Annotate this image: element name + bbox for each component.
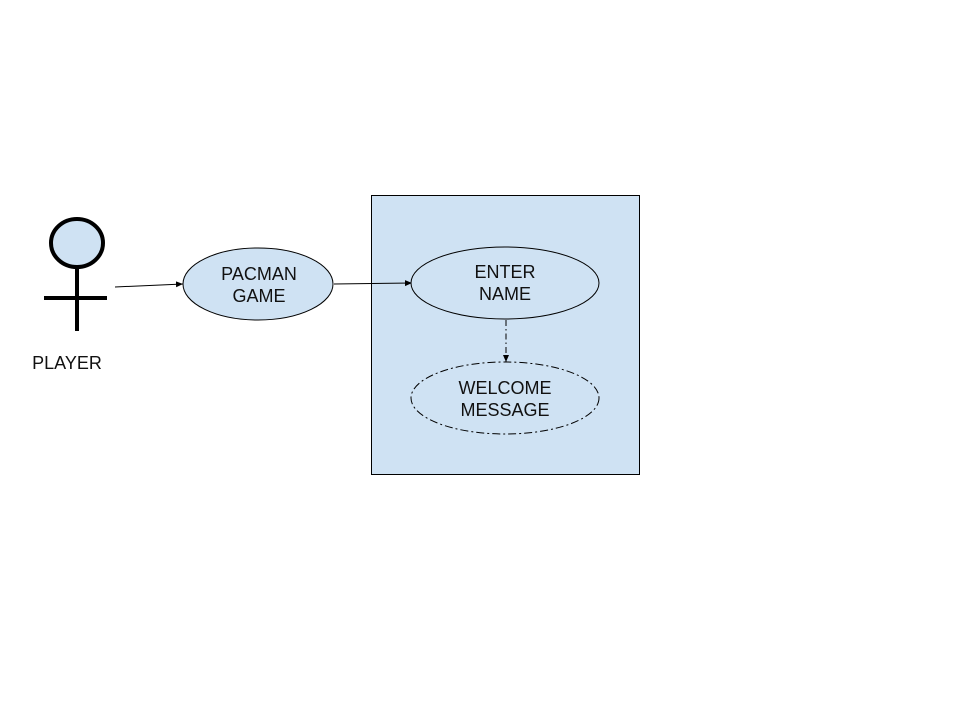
use-case-pacman-game-label-line2: GAME <box>232 286 285 306</box>
use-case-welcome-message-label-line2: MESSAGE <box>460 400 549 420</box>
association-pacman-entername <box>333 280 413 287</box>
use-case-enter-name[interactable]: ENTER NAME <box>410 246 600 320</box>
use-case-welcome-message-shape <box>410 361 600 435</box>
actor-head <box>49 217 105 269</box>
use-case-pacman-game[interactable]: PACMAN GAME <box>182 247 334 321</box>
use-case-enter-name-label-line2: NAME <box>479 284 531 304</box>
use-case-pacman-game-shape <box>182 247 334 321</box>
stick-figure-icon <box>44 217 107 331</box>
use-case-welcome-message-label-line1: WELCOME <box>458 378 551 398</box>
use-case-welcome-message[interactable]: WELCOME MESSAGE <box>410 361 600 435</box>
use-case-pacman-game-label-line1: PACMAN <box>221 264 297 284</box>
use-case-enter-name-label-line1: ENTER <box>474 262 535 282</box>
actor-player[interactable]: PLAYER <box>32 217 107 373</box>
use-case-enter-name-shape <box>410 246 600 320</box>
actor-label: PLAYER <box>32 353 102 373</box>
association-player-pacman <box>114 281 184 288</box>
